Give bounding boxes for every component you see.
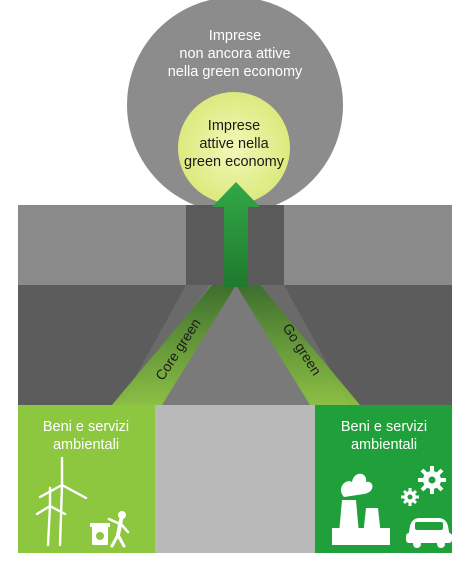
recycle-bin-icon <box>90 523 110 545</box>
inner-line3: green economy <box>184 154 284 171</box>
left-box <box>18 405 155 553</box>
inner-line2: attive nella <box>199 136 269 153</box>
go-green-path <box>236 285 360 405</box>
left-box-title: Beni e servizi ambientali <box>18 418 154 454</box>
inner-circle <box>178 92 290 204</box>
right-box-line2: ambientali <box>350 437 418 454</box>
road <box>18 205 452 553</box>
factory-icon <box>332 473 390 545</box>
outer-line3: nella green economy <box>167 64 303 81</box>
left-box-line1: Beni e servizi <box>42 419 130 435</box>
right-box-title: Beni e servizi ambientali <box>316 418 452 454</box>
inner-line1: Imprese <box>207 118 261 134</box>
right-box-line1: Beni e servizi <box>340 419 428 435</box>
gear-icon <box>401 466 446 506</box>
person-recycling-icon <box>107 511 130 548</box>
outer-line1: Imprese <box>208 28 262 44</box>
outer-line2: non ancora attive <box>179 46 291 63</box>
inner-circle-label: Imprese attive nella green economy <box>170 117 298 171</box>
left-box-line2: ambientali <box>52 437 120 454</box>
up-arrow-icon <box>212 182 260 287</box>
car-icon <box>406 518 452 548</box>
wind-turbine-icon <box>35 456 88 547</box>
outer-circle-label: Imprese non ancora attive nella green ec… <box>150 27 320 81</box>
core-green-path <box>112 285 236 405</box>
